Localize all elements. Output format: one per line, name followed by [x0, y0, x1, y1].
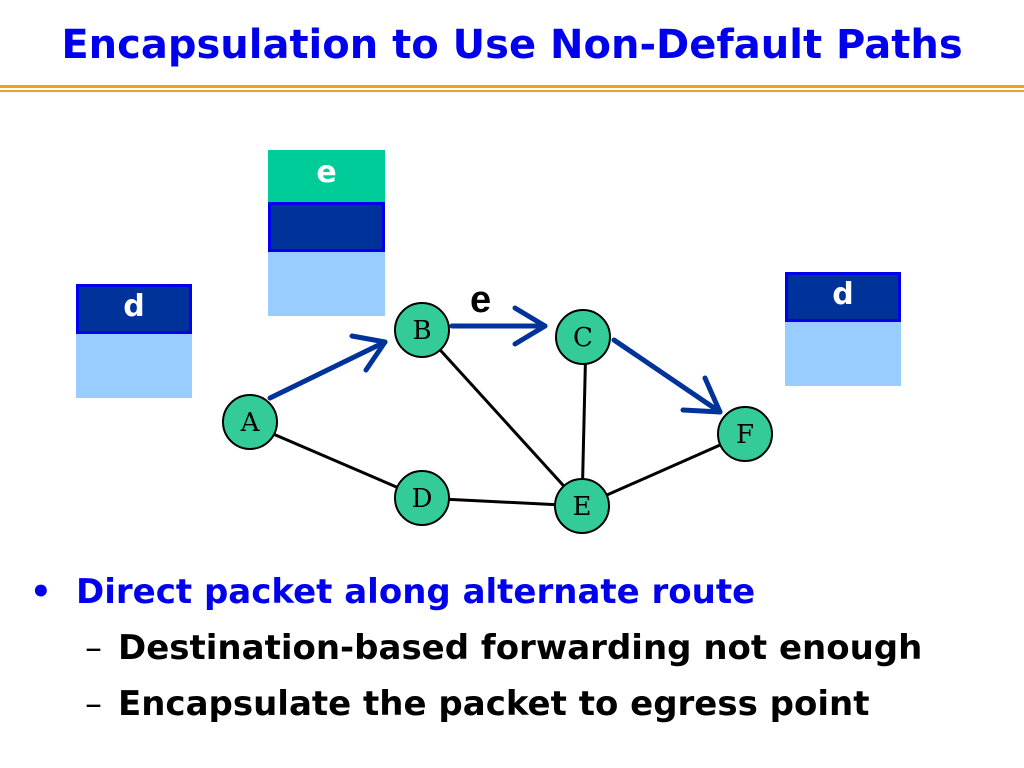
packet-payload [268, 252, 385, 316]
node-e: E [554, 478, 610, 534]
packet-outer-header-e: e [268, 150, 385, 202]
packet-encapsulated: e [268, 150, 385, 316]
title-underline-thin [0, 90, 1024, 92]
node-e-label: E [573, 492, 592, 522]
slide-title: Encapsulation to Use Non-Default Paths [61, 22, 963, 68]
sub-bullet-dash: – [85, 628, 102, 668]
sub-bullet-dash: – [85, 684, 102, 724]
path-label-e: e [470, 279, 491, 321]
arrowhead-c-f [680, 375, 723, 415]
node-a: A [222, 394, 278, 450]
path-arrow-c-f [611, 337, 723, 415]
packet-payload [785, 322, 901, 386]
node-c: C [555, 309, 611, 365]
link-e-f [581, 432, 746, 508]
title-underline [0, 85, 1024, 88]
link-a-d [249, 422, 423, 500]
link-b-e [420, 328, 584, 508]
sub-bullet-1: – Destination-based forwarding not enoug… [30, 628, 922, 684]
node-b: B [394, 302, 450, 358]
link-c-e [580, 336, 588, 507]
packet-inner-header [268, 202, 385, 252]
arrowhead-a-b [349, 333, 388, 373]
node-d-label: D [412, 484, 433, 514]
node-d: D [394, 470, 450, 526]
node-f: F [717, 406, 773, 462]
packet-header-d: d [785, 272, 901, 322]
path-arrow-a-b [267, 339, 388, 401]
sub-bullet-2: – Encapsulate the packet to egress point [30, 684, 922, 740]
bullet-list: • Direct packet along alternate route – … [30, 572, 922, 740]
packet-at-egress: d [785, 272, 901, 386]
packet-payload [76, 334, 192, 398]
packet-header-d: d [76, 284, 192, 334]
arrowhead-b-c [512, 305, 548, 347]
sub-bullet-1-text: Destination-based forwarding not enough [118, 628, 923, 668]
bullet-dot: • [30, 572, 52, 612]
sub-bullet-2-text: Encapsulate the packet to egress point [118, 684, 870, 724]
packet-at-source: d [76, 284, 192, 398]
bullet-main: • Direct packet along alternate route [30, 572, 922, 616]
tunnel-path [267, 305, 723, 415]
bullet-main-text: Direct packet along alternate route [76, 572, 756, 612]
node-f-label: F [736, 420, 754, 450]
node-b-label: B [412, 316, 431, 346]
node-c-label: C [573, 323, 593, 353]
node-a-label: A [240, 408, 261, 438]
